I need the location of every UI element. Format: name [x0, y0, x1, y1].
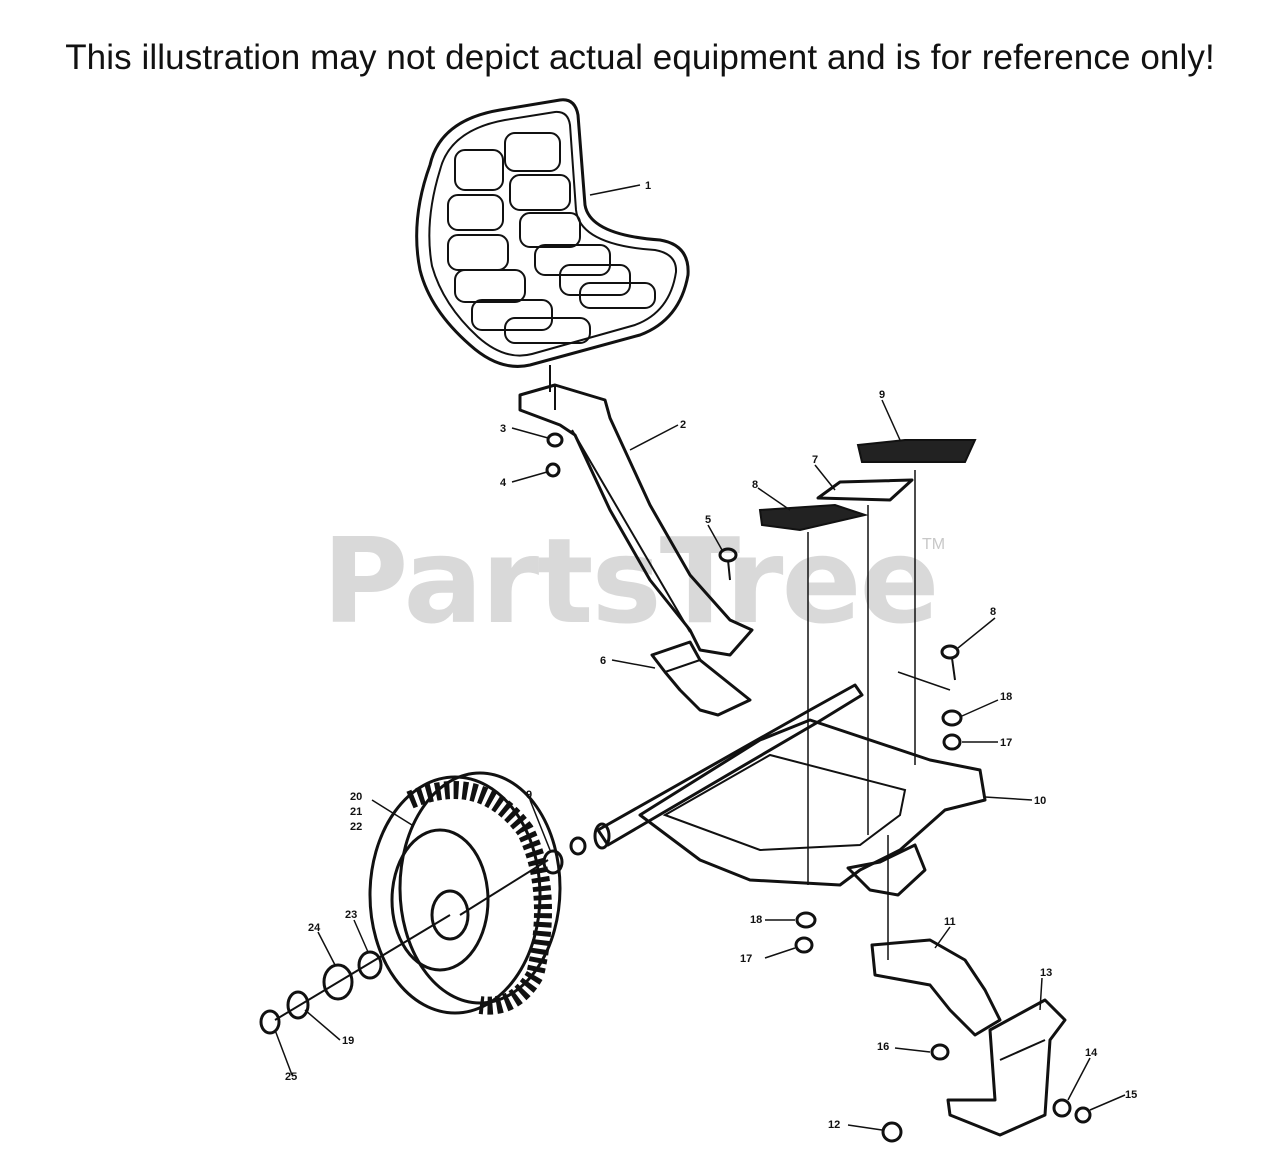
callout-18a: 18	[1000, 691, 1012, 703]
disclaimer-text: This illustration may not depict actual …	[65, 38, 1215, 77]
callout-9a: 9	[879, 389, 885, 401]
bracket-part-6	[650, 640, 752, 717]
axle-tube	[569, 683, 864, 856]
callout-15: 15	[1125, 1089, 1137, 1101]
callout-9b: 9	[526, 789, 532, 801]
partstree-watermark: PartsTree	[322, 512, 940, 650]
callout-6: 6	[600, 655, 606, 667]
callout-25: 25	[285, 1071, 297, 1083]
callout-16: 16	[877, 1041, 889, 1053]
callout-13: 13	[1040, 967, 1052, 979]
frame-part-10	[638, 718, 987, 897]
callout-11: 11	[944, 916, 956, 928]
rear-wheel	[368, 771, 562, 1015]
callout-17a: 17	[1000, 737, 1012, 749]
seat-bracket-part	[518, 383, 754, 657]
callout-23: 23	[345, 909, 357, 921]
callout-22: 22	[350, 821, 362, 833]
callout-numbers: 1 2 3 4 5 6 7 8 9 8 18 17 10 18 17 11 13…	[285, 180, 1137, 1131]
hitch-bracket-part-11	[870, 938, 1002, 1037]
callout-10: 10	[1034, 795, 1046, 807]
callout-19: 19	[342, 1035, 354, 1047]
callout-12: 12	[828, 1119, 840, 1131]
watermark-trademark: TM	[922, 536, 946, 553]
seat-part	[415, 98, 690, 368]
callout-2: 2	[680, 419, 686, 431]
pedal-pad-8	[758, 503, 869, 532]
callout-7: 7	[812, 454, 818, 466]
hardware-parts	[545, 432, 1092, 1143]
washer-part-8	[542, 849, 564, 875]
callout-21: 21	[350, 806, 362, 818]
callout-leader-lines	[274, 184, 1126, 1131]
callout-17b: 17	[740, 953, 752, 965]
callout-3: 3	[500, 423, 506, 435]
callout-14: 14	[1085, 1047, 1098, 1059]
callout-1: 1	[645, 180, 651, 192]
callout-18b: 18	[750, 914, 762, 926]
callout-20: 20	[350, 791, 362, 803]
callout-24: 24	[308, 922, 321, 934]
callout-5: 5	[705, 514, 711, 526]
pedal-pad-9	[856, 439, 977, 463]
pedal-part-7	[816, 478, 914, 502]
callout-8a: 8	[752, 479, 758, 491]
callout-4: 4	[500, 477, 507, 489]
hitch-part-13	[946, 998, 1067, 1137]
hub-parts	[259, 914, 451, 1035]
callout-8b: 8	[990, 606, 996, 618]
